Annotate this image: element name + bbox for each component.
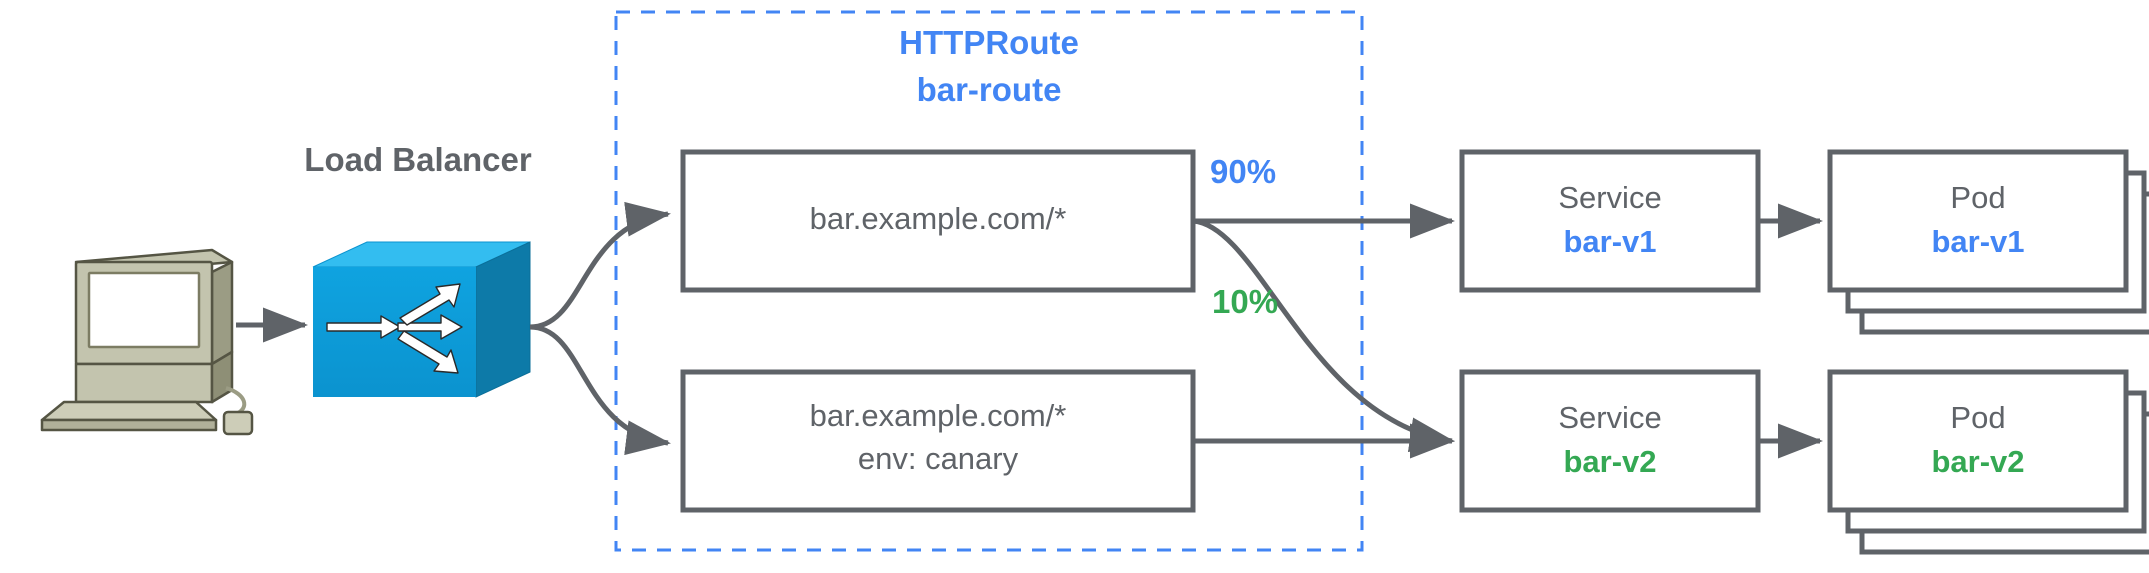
edge-lb-to-rule-primary bbox=[529, 201, 671, 330]
service-box-bar-v1[interactable] bbox=[1459, 149, 1761, 293]
pod-v1-kind-label: Pod bbox=[1950, 180, 2006, 215]
pod-stack-bar-v1[interactable] bbox=[1827, 149, 2149, 335]
weight-label-10-percent: 10% bbox=[1212, 283, 1279, 320]
httproute-kind-label: HTTPRoute bbox=[899, 24, 1079, 61]
service-v1-name-label: bar-v1 bbox=[1563, 224, 1657, 259]
route-rule-canary-line-2: env: canary bbox=[857, 441, 1019, 476]
edge-10-percent-to-bar-v2 bbox=[1192, 218, 1455, 453]
service-v1-kind-label: Service bbox=[1558, 180, 1662, 215]
edge-lb-to-rule-canary bbox=[529, 324, 671, 456]
pod-stack-bar-v2[interactable] bbox=[1827, 369, 2149, 555]
weight-label-90-percent: 90% bbox=[1210, 153, 1277, 190]
pod-box-bar-v2-front bbox=[1827, 369, 2129, 513]
httproute-name-label: bar-route bbox=[916, 71, 1062, 108]
route-rule-box-canary[interactable] bbox=[680, 369, 1196, 513]
pod-v2-name-label: bar-v2 bbox=[1931, 444, 2025, 479]
route-rule-box-primary[interactable] bbox=[680, 149, 1196, 293]
service-v2-name-label: bar-v2 bbox=[1563, 444, 1657, 479]
network-switch-icon bbox=[312, 241, 531, 398]
desktop-computer-icon bbox=[40, 248, 254, 436]
pod-box-bar-v1-front bbox=[1827, 149, 2129, 293]
httproute-dashed-boundary bbox=[614, 10, 1364, 552]
load-balancer-label: Load Balancer bbox=[304, 141, 532, 178]
pod-v1-name-label: bar-v1 bbox=[1931, 224, 2025, 259]
service-box-bar-v2[interactable] bbox=[1459, 369, 1761, 513]
route-rule-primary-line-1: bar.example.com/* bbox=[809, 201, 1067, 236]
pod-v2-kind-label: Pod bbox=[1950, 400, 2006, 435]
route-rule-canary-line-1: bar.example.com/* bbox=[809, 398, 1067, 433]
service-v2-kind-label: Service bbox=[1558, 400, 1662, 435]
